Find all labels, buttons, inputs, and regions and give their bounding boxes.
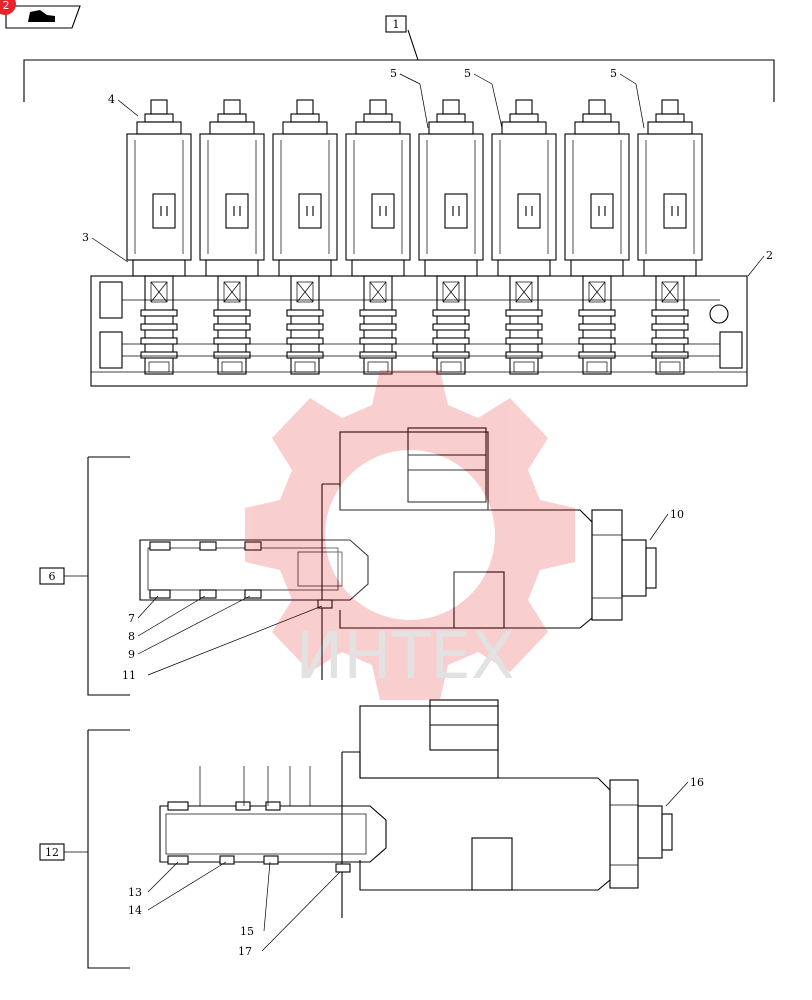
- manifold-block: [90, 275, 748, 387]
- callout-15: 15: [240, 925, 254, 938]
- callout-13: 13: [128, 886, 142, 899]
- solenoid-coil: [126, 99, 192, 375]
- callout-9: 9: [128, 648, 135, 661]
- solenoid-coil: [418, 99, 484, 375]
- watermark-gear-icon: [245, 370, 575, 700]
- callout-6: 6: [49, 570, 56, 583]
- callout-12: 12: [45, 846, 59, 859]
- callout-1: 1: [393, 18, 400, 31]
- solenoid-coil: [637, 99, 703, 375]
- coil-row: [126, 99, 703, 375]
- callout-4: 4: [108, 93, 115, 106]
- callout-2: 2: [766, 249, 773, 262]
- solenoid-coil: [491, 99, 557, 375]
- page-badge-number: 2: [3, 0, 10, 12]
- solenoid-coil: [199, 99, 265, 375]
- cartridge-valve-detail-1: [87, 427, 657, 696]
- callout-3: 3: [82, 231, 89, 244]
- callout-5a: 5: [390, 67, 397, 80]
- solenoid-coil: [272, 99, 338, 375]
- callout-labels: 1 2 3 4 5 5 5 6 7 8 9 10 11 12 13: [39, 15, 773, 958]
- callout-5c: 5: [610, 67, 617, 80]
- callout-17: 17: [238, 945, 252, 958]
- watermark-text: ИНТЕХ: [295, 620, 514, 694]
- callout-11: 11: [122, 669, 136, 682]
- callout-box-1[interactable]: [385, 15, 407, 33]
- callout-14: 14: [128, 904, 142, 917]
- callout-7: 7: [128, 612, 135, 625]
- watermark: ИНТЕХ: [245, 370, 575, 700]
- solenoid-coil: [345, 99, 411, 375]
- page-badge: 2: [0, 0, 16, 15]
- callout-16: 16: [690, 776, 704, 789]
- callout-8: 8: [128, 630, 135, 643]
- solenoid-coil: [564, 99, 630, 375]
- assembly-bracket: [23, 29, 775, 102]
- diagram-nav-tab[interactable]: [5, 5, 81, 29]
- callout-5b: 5: [464, 67, 471, 80]
- cartridge-valve-detail-2: [87, 699, 673, 969]
- callout-10: 10: [670, 508, 684, 521]
